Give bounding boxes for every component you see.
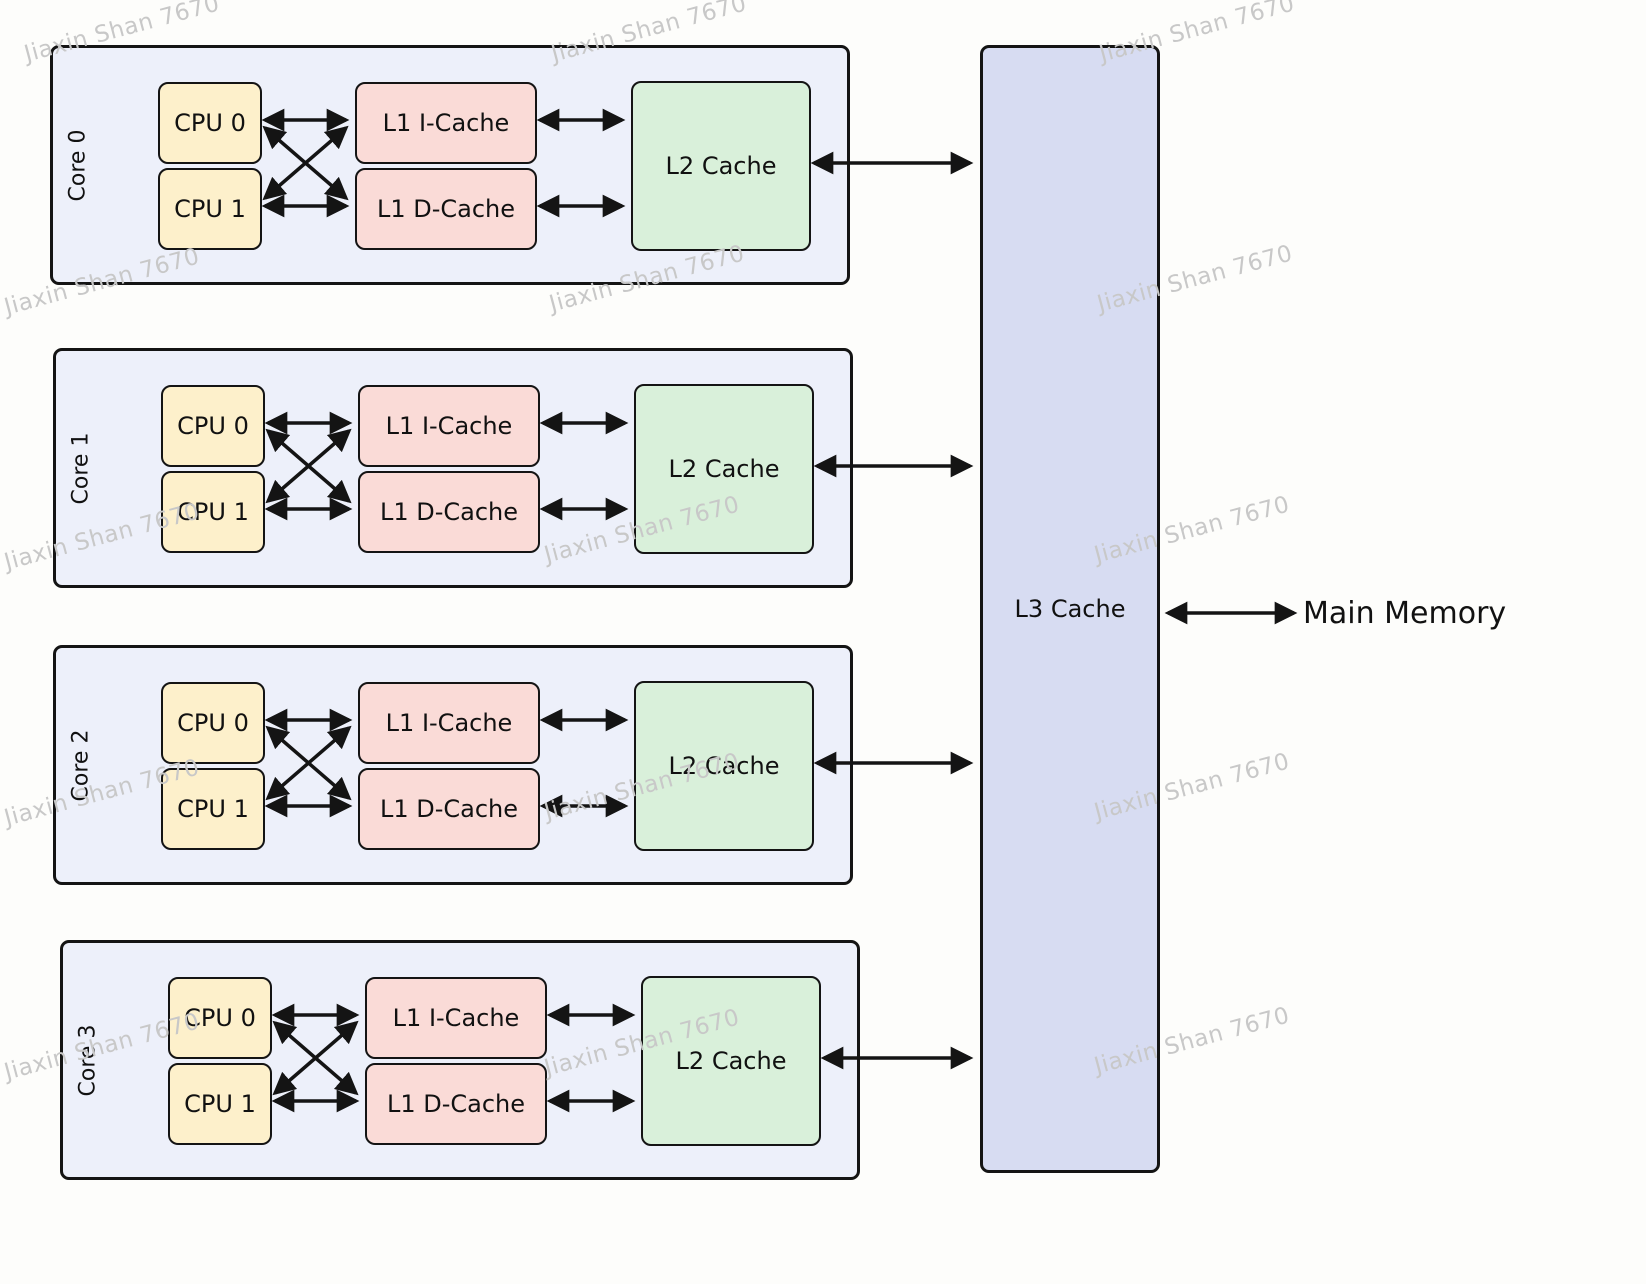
core-0-block: Core 0 CPU 0 CPU 1 L1 I-Cache L1 D-Cache… <box>50 45 850 285</box>
core-3-l2-cache: L2 Cache <box>641 976 821 1146</box>
core-1-label: Core 1 <box>64 351 98 585</box>
core-2-label-text: Core 2 <box>68 729 94 801</box>
l3-cache-block: L3 Cache <box>980 45 1160 1173</box>
core-2-l1-icache: L1 I-Cache <box>358 682 540 764</box>
core-3-label: Core 3 <box>71 943 105 1177</box>
core-1-l1-icache: L1 I-Cache <box>358 385 540 467</box>
core-3-cpu-1: CPU 1 <box>168 1063 272 1145</box>
core-0-l1-icache: L1 I-Cache <box>355 82 537 164</box>
core-3-l1-icache: L1 I-Cache <box>365 977 547 1059</box>
core-1-label-text: Core 1 <box>68 432 94 504</box>
core-0-l2-cache: L2 Cache <box>631 81 811 251</box>
core-0-label: Core 0 <box>61 48 95 282</box>
core-3-label-text: Core 3 <box>75 1024 101 1096</box>
l3-cache-label: L3 Cache <box>1014 595 1126 623</box>
core-1-cpu-1: CPU 1 <box>161 471 265 553</box>
core-1-l1-dcache: L1 D-Cache <box>358 471 540 553</box>
core-2-cpu-1: CPU 1 <box>161 768 265 850</box>
core-0-cpu-1: CPU 1 <box>158 168 262 250</box>
core-3-cpu-0: CPU 0 <box>168 977 272 1059</box>
core-3-block: Core 3 CPU 0 CPU 1 L1 I-Cache L1 D-Cache… <box>60 940 860 1180</box>
core-1-cpu-0: CPU 0 <box>161 385 265 467</box>
core-0-l1-dcache: L1 D-Cache <box>355 168 537 250</box>
core-0-cpu-0: CPU 0 <box>158 82 262 164</box>
core-1-l2-cache: L2 Cache <box>634 384 814 554</box>
core-2-label: Core 2 <box>64 648 98 882</box>
core-2-block: Core 2 CPU 0 CPU 1 L1 I-Cache L1 D-Cache… <box>53 645 853 885</box>
core-2-l2-cache: L2 Cache <box>634 681 814 851</box>
core-2-l1-dcache: L1 D-Cache <box>358 768 540 850</box>
core-0-label-text: Core 0 <box>65 129 91 201</box>
main-memory-label: Main Memory <box>1303 596 1507 631</box>
core-1-block: Core 1 CPU 0 CPU 1 L1 I-Cache L1 D-Cache… <box>53 348 853 588</box>
core-3-l1-dcache: L1 D-Cache <box>365 1063 547 1145</box>
core-2-cpu-0: CPU 0 <box>161 682 265 764</box>
